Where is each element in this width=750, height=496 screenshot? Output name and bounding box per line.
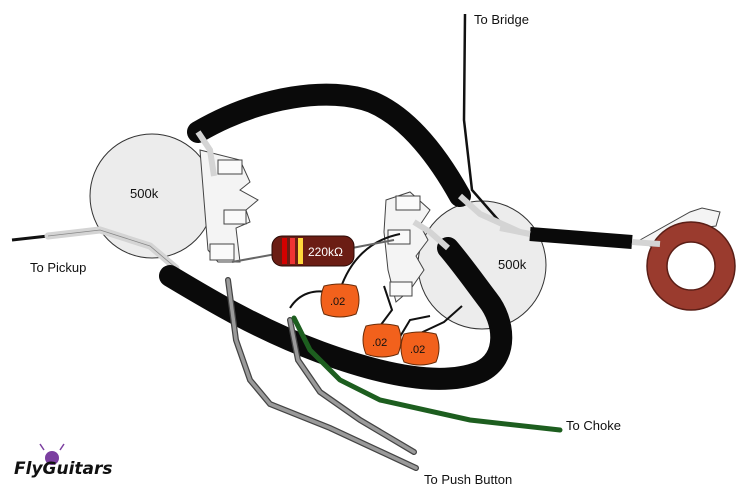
pickup-lead <box>11 234 49 242</box>
capacitor-top-label: .02 <box>330 296 345 308</box>
capacitor-bottom-right-label: .02 <box>410 344 425 356</box>
output-jack <box>639 207 736 311</box>
jack-shield-cable <box>529 227 633 249</box>
bridge-wire <box>462 13 501 223</box>
choke-wire <box>291 315 563 433</box>
label-to-bridge: To Bridge <box>474 12 529 27</box>
resistor: 220kΩ <box>271 235 355 267</box>
logo-text: FlyGuitars <box>14 459 113 479</box>
label-to-choke: To Choke <box>566 418 621 433</box>
left-pot-label: 500k <box>130 186 159 201</box>
bottom-shield-cable <box>159 237 513 390</box>
label-to-pickup: To Pickup <box>30 260 86 275</box>
capacitor-bottom-left: .02 <box>362 323 402 358</box>
label-to-push-button: To Push Button <box>424 472 512 487</box>
capacitor-bottom-left-label: .02 <box>372 337 387 349</box>
resistor-label: 220kΩ <box>308 245 343 259</box>
right-pot-label: 500k <box>498 257 527 272</box>
flyguitars-logo: FlyGuitars <box>14 443 113 479</box>
top-shield-cable <box>187 83 471 207</box>
capacitor-top: .02 <box>320 283 360 318</box>
left-pot: 500k <box>89 133 259 263</box>
capacitor-bottom-right: .02 <box>400 331 440 366</box>
